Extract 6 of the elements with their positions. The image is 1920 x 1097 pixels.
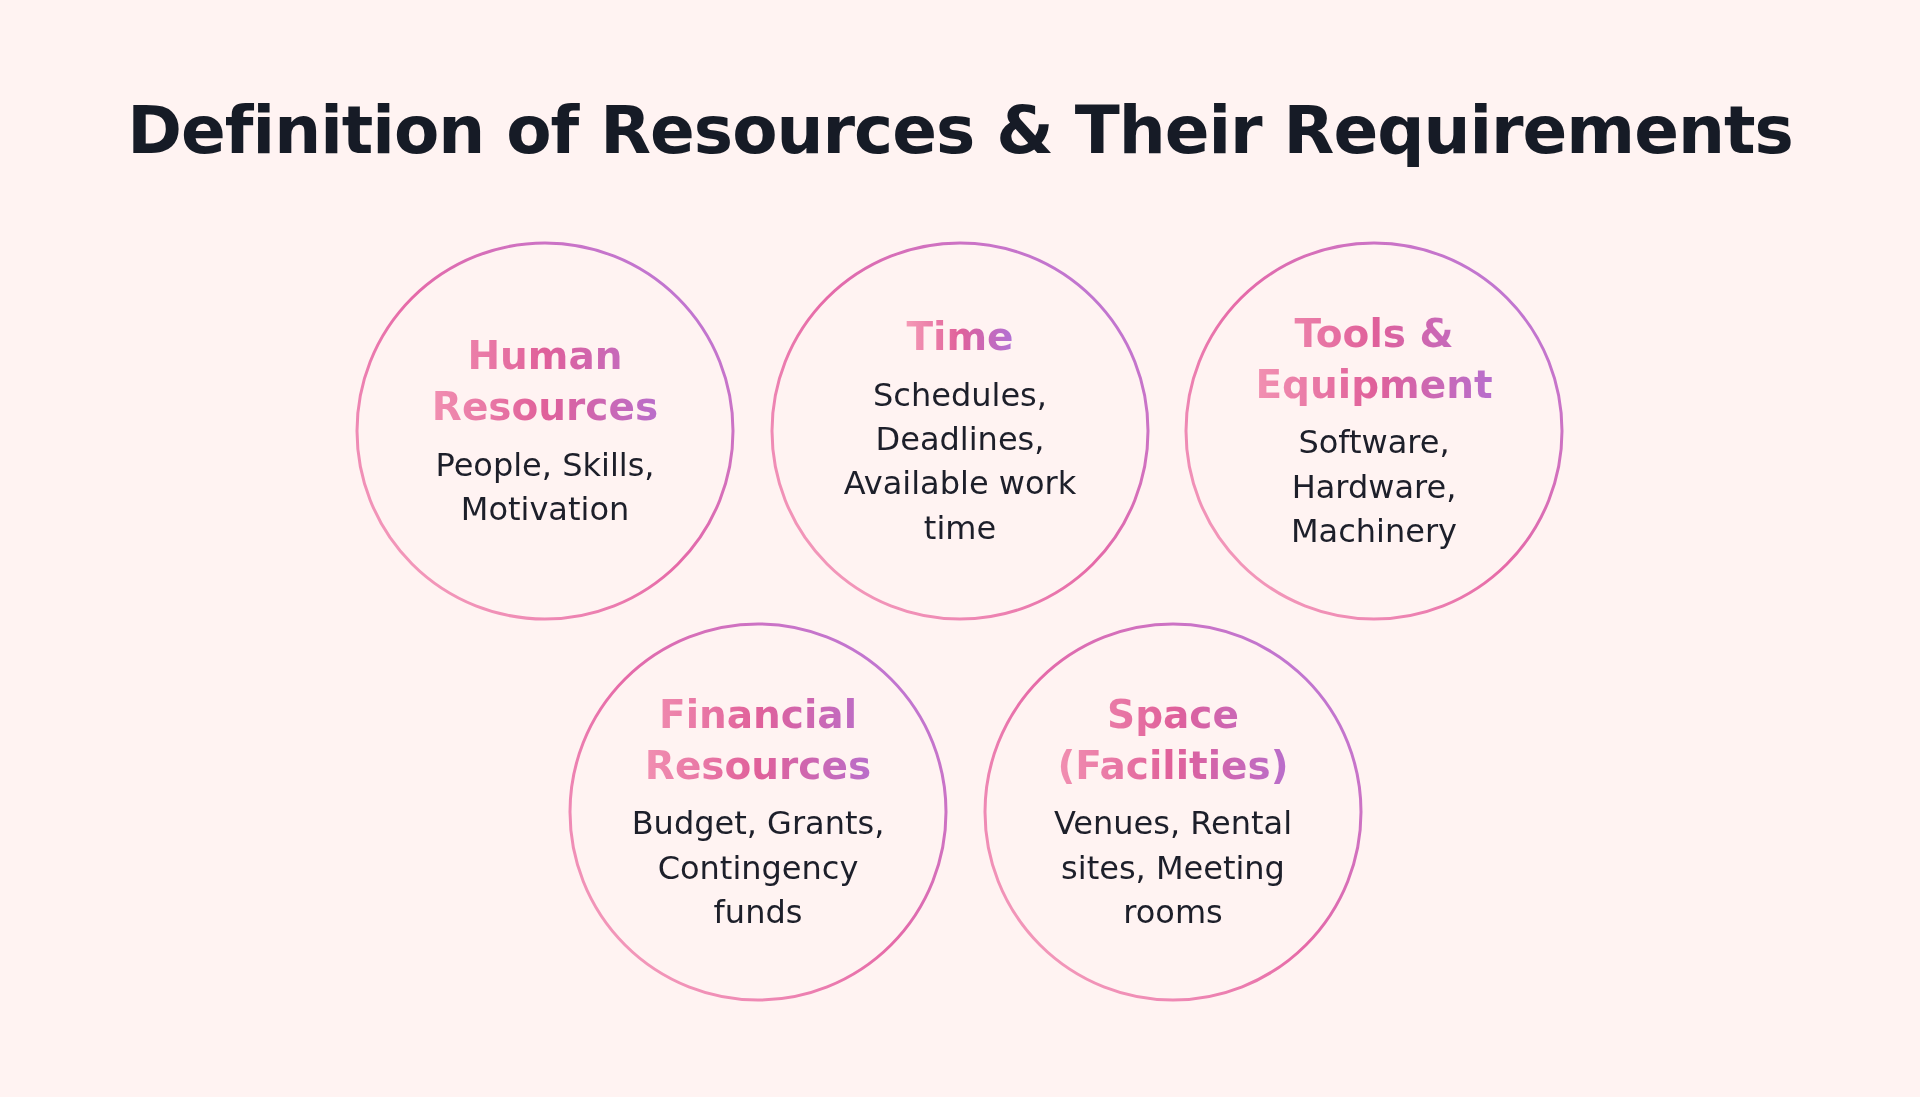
circle-description: Software, Hardware, Machinery [1289, 422, 1458, 552]
circle-description: Budget, Grants, Contingency funds [630, 803, 886, 933]
title: Definition of Resources & Their Requirements [126, 92, 1794, 169]
circle-description: Venues, Rental sites, Meeting rooms [1052, 803, 1294, 933]
circle-description: People, Skills, Motivation [434, 444, 656, 530]
circle-description: Schedules, Deadlines, Available work time [842, 375, 1078, 549]
